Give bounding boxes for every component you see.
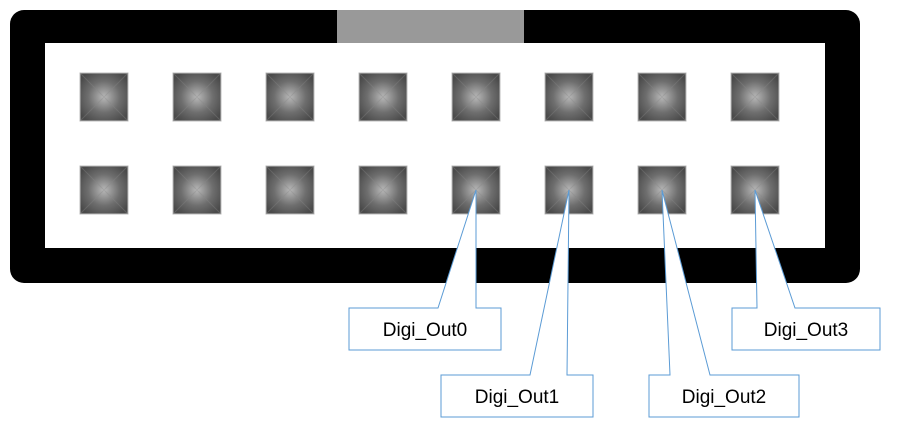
callout-digi-out3: Digi_Out3 bbox=[731, 189, 881, 351]
callout-label: Digi_Out2 bbox=[682, 387, 767, 408]
callout-box bbox=[648, 189, 800, 418]
pin bbox=[358, 72, 408, 122]
pin-grid bbox=[79, 72, 780, 215]
callout-box bbox=[440, 189, 594, 418]
pin bbox=[172, 72, 222, 122]
pin bbox=[265, 72, 315, 122]
pin bbox=[637, 72, 687, 122]
pin bbox=[265, 165, 315, 215]
pin bbox=[451, 72, 501, 122]
pin bbox=[79, 165, 129, 215]
pin bbox=[730, 72, 780, 122]
callout-label: Digi_Out0 bbox=[383, 320, 468, 341]
connector-cavity bbox=[45, 43, 825, 248]
pin bbox=[358, 165, 408, 215]
pin bbox=[544, 72, 594, 122]
callout-digi-out0: Digi_Out0 bbox=[348, 189, 502, 351]
callout-label: Digi_Out3 bbox=[764, 320, 849, 341]
callout-box bbox=[348, 189, 502, 351]
callout-digi-out1: Digi_Out1 bbox=[440, 189, 594, 418]
callout-digi-out2: Digi_Out2 bbox=[648, 189, 800, 418]
pin bbox=[172, 165, 222, 215]
callout-label: Digi_Out1 bbox=[475, 387, 560, 408]
pin bbox=[79, 72, 129, 122]
callout-box bbox=[731, 189, 881, 351]
connector-key bbox=[337, 10, 524, 43]
